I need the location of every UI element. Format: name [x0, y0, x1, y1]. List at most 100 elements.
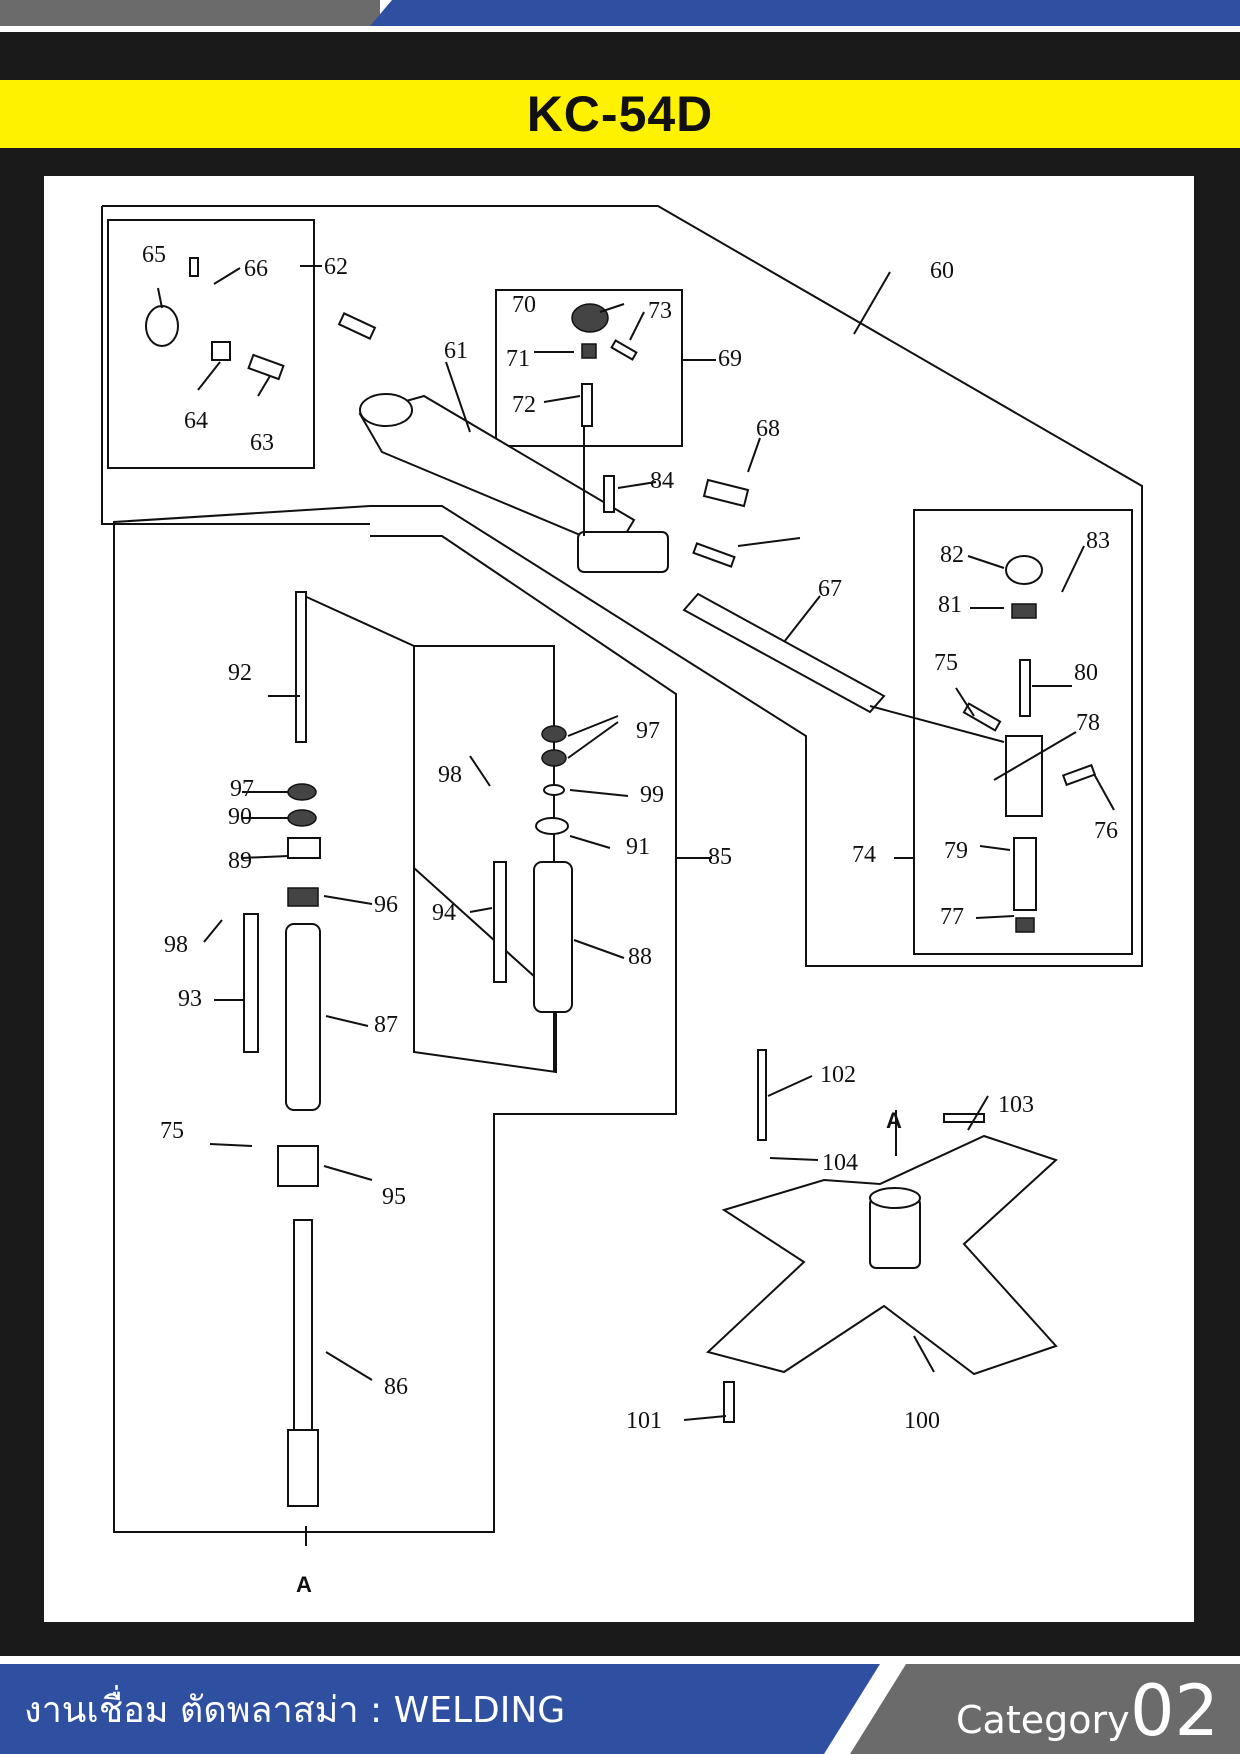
callout-60: 60 — [930, 258, 954, 284]
rod-80 — [1019, 659, 1031, 717]
wing-bolt-76 — [1061, 763, 1097, 787]
callout-77: 77 — [940, 904, 964, 930]
column-base — [287, 1429, 319, 1507]
clip-99 — [543, 784, 565, 796]
callout-71: 71 — [506, 346, 530, 372]
stud-92 — [295, 591, 307, 743]
group-box-62 — [107, 219, 315, 469]
wing-screw-103 — [943, 1113, 985, 1123]
nut-64 — [211, 341, 231, 361]
callout-90: 90 — [228, 804, 252, 830]
callout-96: 96 — [374, 892, 398, 918]
tube-87 — [285, 923, 321, 1111]
callout-61: 61 — [444, 338, 468, 364]
footer-category-badge — [850, 1664, 1240, 1754]
footer-category-text: งานเชื่อม ตัดพลาสม่า : WELDING — [24, 1689, 566, 1731]
callout-75-right: 75 — [934, 650, 958, 676]
callout-66: 66 — [244, 256, 268, 282]
callout-79: 79 — [944, 838, 968, 864]
strip-93 — [243, 913, 259, 1053]
knob-70 — [571, 303, 609, 333]
nut-97-left — [287, 783, 317, 801]
arm-clamp-ring — [359, 393, 413, 427]
callout-88: 88 — [628, 944, 652, 970]
callout-64: 64 — [184, 408, 208, 434]
tube-88 — [533, 861, 573, 1013]
bearing-96 — [287, 887, 319, 907]
callout-98-left: 98 — [164, 932, 188, 958]
callout-99: 99 — [640, 782, 664, 808]
page-title: KC-54D — [526, 86, 714, 142]
callout-95: 95 — [382, 1184, 406, 1210]
pin-73 — [610, 339, 638, 361]
lever-75-right — [962, 702, 1002, 732]
category-label: Category — [956, 1698, 1130, 1742]
callout-101: 101 — [626, 1408, 662, 1434]
callout-74: 74 — [852, 842, 876, 868]
base-socket-top — [869, 1187, 921, 1209]
callout-92: 92 — [228, 660, 252, 686]
callout-83: 83 — [1086, 528, 1110, 554]
handwheel-65 — [145, 305, 179, 347]
callout-97: 97 — [636, 718, 660, 744]
bearing-95 — [277, 1145, 319, 1187]
bolt-upper — [337, 312, 377, 340]
section-mark-a-top: A — [886, 1108, 902, 1133]
callout-76: 76 — [1094, 818, 1118, 844]
pin-66 — [189, 257, 199, 277]
top-stripe-gray — [0, 0, 380, 26]
group-outline-top — [101, 206, 370, 525]
bolt-72 — [581, 383, 593, 427]
callout-78: 78 — [1076, 710, 1100, 736]
callout-93: 93 — [178, 986, 202, 1012]
callout-86: 86 — [384, 1374, 408, 1400]
callout-97-left: 97 — [230, 776, 254, 802]
block-78 — [1005, 735, 1043, 817]
callout-89: 89 — [228, 848, 252, 874]
arm-end-block — [577, 531, 669, 573]
washer-91 — [535, 817, 569, 835]
callout-68: 68 — [756, 416, 780, 442]
sleeve-79 — [1013, 837, 1037, 911]
rack-67 — [682, 592, 886, 714]
strip-94 — [493, 861, 507, 983]
nut-90 — [287, 809, 317, 827]
callout-72: 72 — [512, 392, 536, 418]
callout-67: 67 — [818, 576, 842, 602]
callout-91: 91 — [626, 834, 650, 860]
screw-101 — [723, 1381, 735, 1423]
group-box-69 — [495, 289, 683, 447]
nut-97-a — [541, 725, 567, 743]
plate-68 — [702, 478, 750, 508]
callout-69: 69 — [718, 346, 742, 372]
callout-94: 94 — [432, 900, 456, 926]
callout-102: 102 — [820, 1062, 856, 1088]
callout-80: 80 — [1074, 660, 1098, 686]
callout-100: 100 — [904, 1408, 940, 1434]
callout-87: 87 — [374, 1012, 398, 1038]
callout-75-left: 75 — [160, 1118, 184, 1144]
leader-lines — [157, 265, 1115, 1546]
diagram-svg: 65 66 62 64 63 61 60 70 73 71 69 72 68 8… — [101, 205, 1143, 1597]
nut-71 — [581, 343, 597, 359]
collar-89 — [287, 837, 321, 859]
title-band: KC-54D — [0, 80, 1240, 148]
bolt-102 — [757, 1049, 767, 1141]
screw-84 — [603, 475, 615, 513]
washer-81 — [1011, 603, 1037, 619]
callout-63: 63 — [250, 430, 274, 456]
callout-85: 85 — [708, 844, 732, 870]
group-outline-60-85 — [102, 205, 1143, 1533]
footer-category-bar: งานเชื่อม ตัดพลาสม่า : WELDING — [0, 1664, 880, 1754]
callout-70: 70 — [512, 292, 536, 318]
screw-77 — [1015, 917, 1035, 933]
lever-bolt — [692, 542, 736, 568]
callout-62: 62 — [324, 254, 348, 280]
shaft-63 — [247, 353, 285, 381]
callout-103: 103 — [998, 1092, 1034, 1118]
callout-82: 82 — [940, 542, 964, 568]
header-dark-band — [0, 38, 1240, 80]
callout-65: 65 — [142, 242, 166, 268]
group-outline-94 — [414, 645, 555, 1072]
callout-81: 81 — [938, 592, 962, 618]
